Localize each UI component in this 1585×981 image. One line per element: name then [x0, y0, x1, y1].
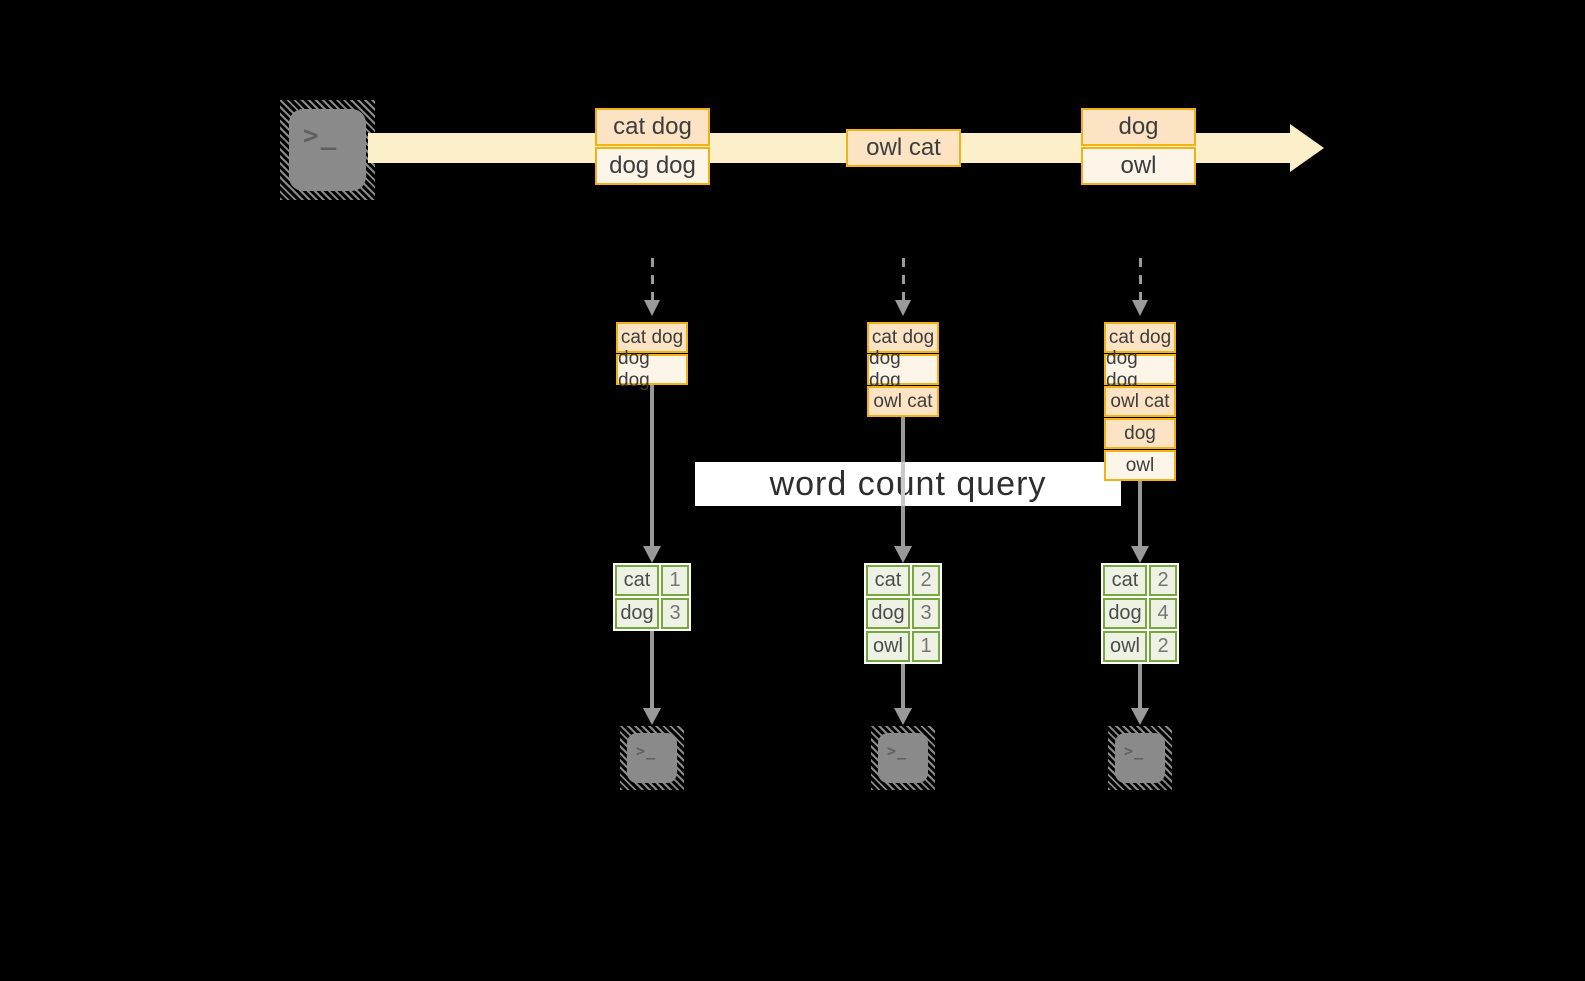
- connector-line: [650, 631, 654, 708]
- connector-line: [1138, 662, 1142, 708]
- count-word: owl: [866, 631, 910, 662]
- dashed-arrow-head: [644, 300, 660, 316]
- connector-line: [1138, 481, 1142, 546]
- connector-arrow-head: [643, 546, 661, 563]
- stream-message-cell: dog dog: [595, 147, 710, 185]
- count-word: dog: [866, 598, 910, 629]
- connector-arrow-head: [894, 708, 912, 725]
- count-word: dog: [1103, 598, 1147, 629]
- stream-message-cell: cat dog: [595, 108, 710, 146]
- dashed-arrow-head: [1132, 300, 1148, 316]
- terminal-sink-body: >_: [878, 733, 928, 783]
- count-value: 1: [912, 631, 940, 662]
- count-row: cat 1: [615, 565, 689, 596]
- stream-message-3: dog owl: [1081, 108, 1196, 185]
- count-value: 2: [1149, 631, 1177, 662]
- count-word: cat: [866, 565, 910, 596]
- buffer-cell: owl: [1104, 450, 1176, 481]
- dashed-arrow-head: [895, 300, 911, 316]
- count-value: 2: [912, 565, 940, 596]
- count-row: dog 3: [866, 598, 940, 629]
- count-row: owl 1: [866, 631, 940, 662]
- dashed-arrow-line: [650, 258, 654, 300]
- count-word: owl: [1103, 631, 1147, 662]
- buffer-cell: cat dog: [867, 322, 939, 353]
- count-value: 2: [1149, 565, 1177, 596]
- terminal-sink-body: >_: [1115, 733, 1165, 783]
- count-row: dog 3: [615, 598, 689, 629]
- count-row: cat 2: [1103, 565, 1177, 596]
- terminal-sink-icon: >_: [871, 726, 935, 790]
- terminal-sink-icon: >_: [620, 726, 684, 790]
- connector-arrow-head: [1131, 546, 1149, 563]
- count-value: 1: [661, 565, 689, 596]
- buffer-cell: dog: [1104, 418, 1176, 449]
- connector-line: [650, 385, 654, 546]
- count-row: dog 4: [1103, 598, 1177, 629]
- dashed-arrow-line: [1138, 258, 1142, 300]
- buffer-cell: cat dog: [616, 322, 688, 353]
- buffer-cell: dog dog: [867, 348, 939, 391]
- buffer-cell: dog dog: [616, 348, 688, 391]
- count-row: owl 2: [1103, 631, 1177, 662]
- terminal-sink-icon: >_: [1108, 726, 1172, 790]
- dashed-arrow-line: [901, 258, 905, 300]
- connector-line-over-banner: [901, 462, 905, 506]
- buffer-cell: owl cat: [867, 386, 939, 417]
- buffer-cell: cat dog: [1104, 322, 1176, 353]
- count-table-3: cat 2 dog 4 owl 2: [1101, 563, 1179, 664]
- buffer-cell: owl cat: [1104, 386, 1176, 417]
- stream-arrow-head-icon: [1290, 124, 1324, 172]
- count-table-1: cat 1 dog 3: [613, 563, 691, 631]
- count-word: dog: [615, 598, 659, 629]
- stream-message-1: cat dog dog dog: [595, 108, 710, 185]
- stream-message-2: owl cat: [846, 129, 961, 167]
- stream-message-cell: owl cat: [846, 129, 961, 167]
- connector-arrow-head: [1131, 708, 1149, 725]
- count-value: 3: [912, 598, 940, 629]
- count-value: 3: [661, 598, 689, 629]
- count-word: cat: [1103, 565, 1147, 596]
- terminal-source-icon: >_: [280, 100, 375, 200]
- terminal-prompt-glyph: >_: [1124, 742, 1145, 760]
- message-buffer-1: cat dog dog dog: [616, 322, 688, 391]
- count-value: 4: [1149, 598, 1177, 629]
- count-row: cat 2: [866, 565, 940, 596]
- count-table-2: cat 2 dog 3 owl 1: [864, 563, 942, 664]
- terminal-source-body: >_: [289, 109, 366, 191]
- connector-arrow-head: [643, 708, 661, 725]
- terminal-prompt-glyph: >_: [303, 121, 339, 151]
- terminal-sink-body: >_: [627, 733, 677, 783]
- message-buffer-3: cat dog dog dog owl cat dog owl: [1104, 322, 1176, 481]
- buffer-cell: dog dog: [1104, 348, 1176, 391]
- stream-message-cell: owl: [1081, 147, 1196, 185]
- stream-message-cell: dog: [1081, 108, 1196, 146]
- terminal-prompt-glyph: >_: [887, 742, 908, 760]
- terminal-prompt-glyph: >_: [636, 742, 657, 760]
- query-label-banner: word count query: [695, 462, 1121, 506]
- count-word: cat: [615, 565, 659, 596]
- connector-arrow-head: [894, 546, 912, 563]
- connector-line: [901, 664, 905, 708]
- message-buffer-2: cat dog dog dog owl cat: [867, 322, 939, 417]
